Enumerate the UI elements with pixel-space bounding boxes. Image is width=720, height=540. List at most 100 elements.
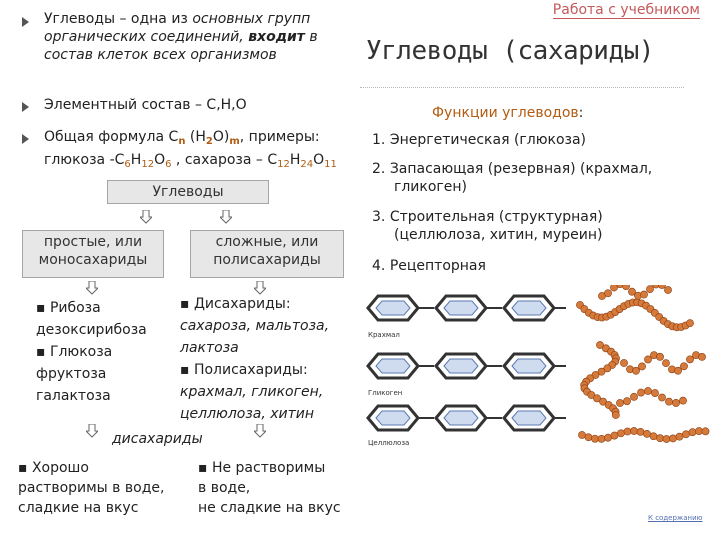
list-item: дезоксирибоза [36,322,147,338]
bead [656,352,664,361]
bead [611,411,620,419]
bead [584,433,593,442]
bead [649,432,658,441]
bead [669,434,677,443]
bead [578,431,586,439]
arrow-down-icon [220,210,232,224]
textbook-link[interactable]: Работа с учебником [552,2,700,19]
bead [587,391,596,399]
arrow-down-icon [140,210,152,224]
bead [664,286,672,294]
element-composition: Элементный состав – C,H,O [44,97,247,113]
bead [674,366,682,375]
arrow-down-icon [254,424,266,438]
arrow-down-icon [254,281,266,295]
bead [622,285,630,290]
soluble-properties: ▪ Хорошо растворимы в воде, сладкие на в… [18,460,165,516]
bead [656,434,664,443]
bead [623,427,632,436]
bead [675,432,684,441]
bead [620,359,628,367]
function-item: 4. Рецепторная [372,258,486,274]
bead [680,362,688,371]
bead [604,433,612,442]
functions-heading: Функции углеводов: [432,105,584,121]
insoluble-properties: ▪ Не растворимы в воде, не сладкие на вк… [198,460,341,516]
list-item: ▪ Рибоза [36,300,101,316]
bead [628,287,636,296]
bead [603,364,612,373]
diagram-root-box: Углеводы [107,180,269,204]
function-item: 2. Запасающая (резервная) (крахмал, глик… [372,161,653,195]
bead [643,429,651,438]
arrow-down-icon [86,281,98,295]
bead [616,285,624,288]
bead [593,394,601,403]
bead [672,399,680,407]
bead [640,290,648,299]
list-item: фруктоза [36,366,107,382]
polysaccharide-structures-image: Крахмал Гликоген Целлюлоза [366,285,710,447]
bead [616,399,624,407]
bead [652,285,660,289]
bead [701,427,710,436]
bead [658,285,666,289]
bead [610,431,619,440]
list-item: лактоза [180,340,239,356]
list-item: ▪ Глюкоза [36,344,113,360]
bead [686,319,694,328]
page-title: Углеводы (сахариды) [366,36,654,66]
list-item: крахмал, гликоген, [180,384,324,400]
bead [597,367,606,376]
cellulose-label: Целлюлоза [368,439,409,447]
starch-label: Крахмал [368,331,400,339]
definition-text: Углеводы – одна из основных групп органи… [44,11,318,63]
bead [646,285,654,294]
bead [596,341,604,349]
bead [686,355,694,364]
bead [698,353,706,361]
bead [610,285,618,292]
bead [644,387,652,395]
bead [623,397,631,406]
bead [658,393,666,402]
bead [630,427,638,435]
bead [597,434,606,443]
bead [617,429,625,438]
bead [662,359,670,368]
simple-carbs-box: простые, или моносахариды [22,230,164,278]
bead-chains [576,285,710,443]
list-item: галактоза [36,388,111,404]
bead [662,435,671,443]
bullet-marker [22,102,29,112]
bead [636,428,645,436]
bullet-marker [22,134,29,144]
glycogen-label: Гликоген [368,389,402,397]
complex-carbs-box: сложные, или полисахариды [190,230,344,278]
bead [665,397,673,406]
divider [360,87,684,88]
list-item: ▪ Дисахариды: [180,296,291,312]
bead [695,427,703,435]
list-item: сахароза, мальтоза, [180,318,330,334]
bead [632,366,640,375]
disaccharides-label: дисахариды [112,431,203,447]
bead [591,434,599,443]
bead [682,430,690,439]
bead [688,428,697,437]
bead [644,355,652,364]
contents-link[interactable]: К содержанию [648,514,703,522]
bead [637,388,645,397]
bead [604,289,612,298]
term-carbohydrates: Углеводы [44,11,115,27]
general-formula: Общая формула Cn (H2O)m, примеры: глюкоз… [44,129,337,170]
bullet-marker [22,17,29,27]
list-item: целлюлоза, хитин [180,406,315,422]
bead [630,392,638,401]
function-item: 1. Энергетическая (глюкоза) [372,132,587,148]
list-item: ▪ Полисахариды: [180,362,308,378]
bead [651,389,659,397]
simple-carbs-list: ▪ Рибоза дезоксирибоза ▪ Глюкоза фруктоз… [36,297,147,407]
arrow-down-icon [86,424,98,438]
complex-carbs-list: ▪ Дисахариды: сахароза, мальтоза, лактоз… [180,293,329,425]
